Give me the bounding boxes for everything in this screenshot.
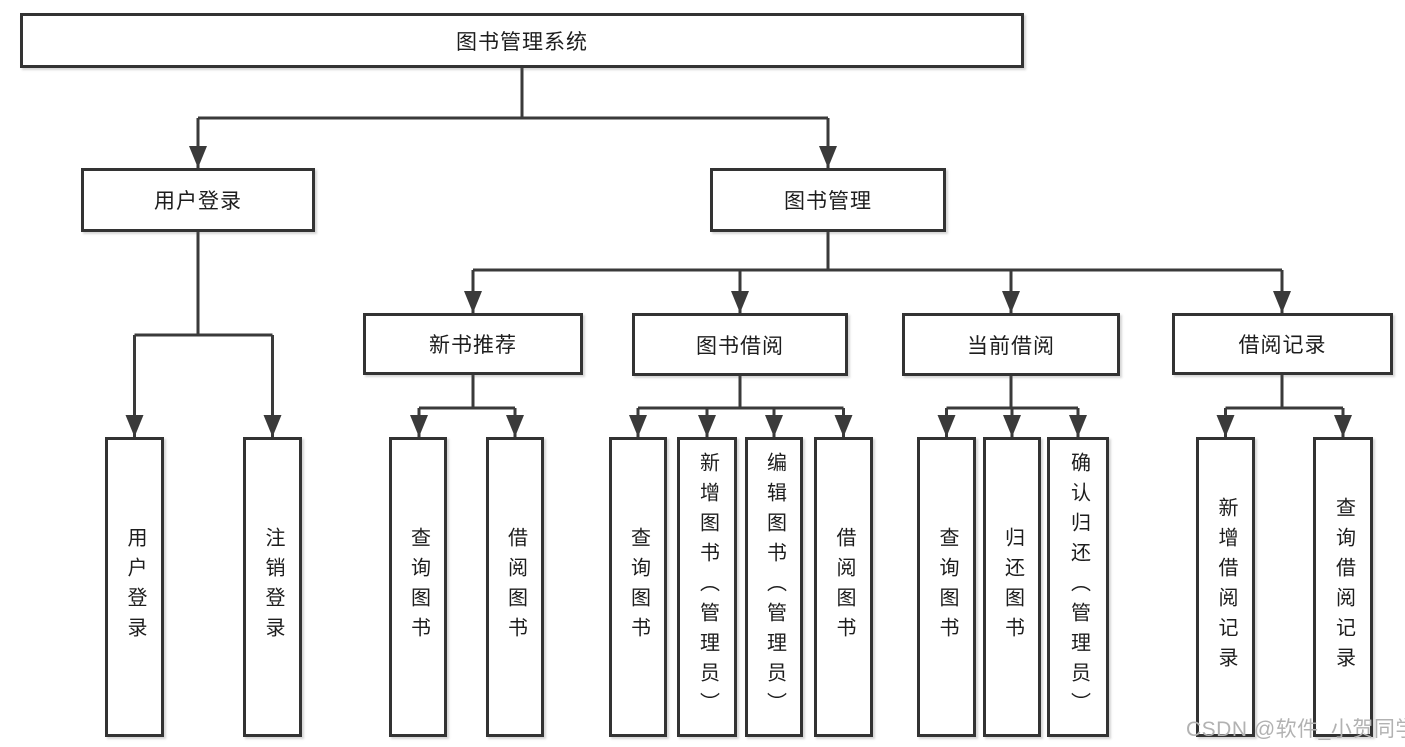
connector-root-to-level2 xyxy=(189,68,837,168)
leaf-label: 归还图书 xyxy=(1001,527,1024,647)
leaf-label: 借阅图书 xyxy=(504,527,527,647)
node-label: 用户登录 xyxy=(154,190,242,213)
node-current-borrowing: 当前借阅 xyxy=(902,313,1120,376)
leaf-label: 确认归还（管理员） xyxy=(1067,452,1090,722)
leaf-query-books-recommend: 查询图书 xyxy=(389,437,447,737)
leaf-query-borrow-record: 查询借阅记录 xyxy=(1313,437,1373,737)
node-system-root: 图书管理系统 xyxy=(20,13,1024,68)
csdn-watermark: CSDN @软件_小贺同学 xyxy=(1186,718,1405,741)
leaf-return-books: 归还图书 xyxy=(983,437,1041,737)
connector-current-to-leaves xyxy=(937,376,1087,437)
leaf-label: 借阅图书 xyxy=(833,527,855,647)
node-book-borrowing: 图书借阅 xyxy=(632,313,848,376)
node-borrowing-records: 借阅记录 xyxy=(1172,313,1393,375)
node-new-book-recommend: 新书推荐 xyxy=(363,313,583,375)
leaf-add-borrow-record: 新增借阅记录 xyxy=(1196,437,1255,737)
node-label: 图书借阅 xyxy=(696,334,784,358)
leaf-edit-books-admin: 编辑图书（管理员） xyxy=(745,437,803,737)
leaf-label: 查询借阅记录 xyxy=(1332,497,1355,677)
leaf-borrow-books-recommend: 借阅图书 xyxy=(486,437,544,737)
node-user-login: 用户登录 xyxy=(81,168,315,232)
node-label: 当前借阅 xyxy=(967,334,1055,358)
leaf-add-books-admin: 新增图书（管理员） xyxy=(677,437,737,737)
leaf-query-books-borrow: 查询图书 xyxy=(609,437,667,737)
connector-newbooks-to-leaves xyxy=(410,375,524,437)
node-label: 借阅记录 xyxy=(1238,334,1327,357)
connector-login-to-leaves xyxy=(125,232,282,437)
node-label: 图书管理系统 xyxy=(456,30,588,54)
leaf-logout: 注销登录 xyxy=(243,437,302,737)
leaf-user-login: 用户登录 xyxy=(105,437,164,737)
connector-borrow-to-leaves xyxy=(629,376,853,437)
leaf-label: 注销登录 xyxy=(262,527,284,647)
leaf-label: 查询图书 xyxy=(627,527,650,647)
leaf-label: 查询图书 xyxy=(936,527,958,647)
leaf-label: 用户登录 xyxy=(124,527,146,647)
node-label: 图书管理 xyxy=(784,190,872,213)
leaf-label: 编辑图书（管理员） xyxy=(763,452,786,722)
leaf-confirm-return-admin: 确认归还（管理员） xyxy=(1047,437,1109,737)
node-book-management: 图书管理 xyxy=(710,168,946,232)
leaf-query-books-current: 查询图书 xyxy=(917,437,976,737)
connector-mgmt-to-groups xyxy=(464,232,1291,313)
leaf-label: 查询图书 xyxy=(407,527,430,647)
connector-records-to-leaves xyxy=(1216,375,1352,437)
leaf-borrow-books: 借阅图书 xyxy=(814,437,873,737)
node-label: 新书推荐 xyxy=(429,334,517,357)
leaf-label: 新增借阅记录 xyxy=(1215,497,1237,677)
leaf-label: 新增图书（管理员） xyxy=(696,452,719,722)
